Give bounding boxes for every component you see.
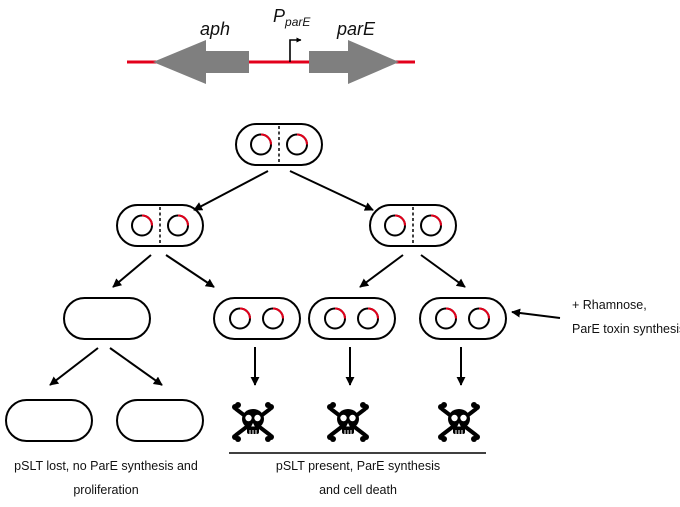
cell-dividing-right (369, 204, 457, 247)
lost-caption-line2: proliferation (73, 483, 138, 497)
arrow-free-to-prolif-1 (49, 347, 99, 386)
cell-dividing-top (235, 123, 323, 166)
arrow-left-to-plasmid (165, 254, 215, 288)
arrow-free-to-prolif-2 (109, 347, 163, 386)
promoter-arrow-icon (289, 37, 302, 62)
skull-crossbones-icon (325, 400, 371, 444)
parE-gene-label: parE (336, 19, 376, 39)
cell-plasmid-free (63, 297, 151, 340)
aph-label: aph (200, 19, 230, 39)
rhamnose-label-line2: ParE toxin synthesis (572, 322, 680, 336)
arrow-top-to-right (289, 170, 374, 211)
cell-dividing-left (116, 204, 204, 247)
parE-gene-arrow (309, 40, 399, 84)
cell-tree (5, 123, 507, 442)
lost-caption-line1: pSLT lost, no ParE synthesis and (14, 459, 198, 473)
arrow-rhamnose (511, 308, 561, 319)
cell-proliferating-2 (116, 399, 204, 442)
cell-with-plasmids-3 (419, 297, 507, 340)
skull-crossbones-icon (436, 400, 482, 444)
cell-with-plasmids-2 (308, 297, 396, 340)
arrow-right-to-plasmid-2 (359, 254, 404, 288)
promoter-label: PparE (273, 6, 311, 29)
promoter-label-sub: parE (284, 15, 311, 29)
present-caption-line1: pSLT present, ParE synthesis (276, 459, 440, 473)
present-caption-line2: and cell death (319, 483, 397, 497)
lineage-arrows (49, 170, 561, 386)
promoter-label-main: P (273, 6, 285, 26)
skull-crossbones-icon (230, 400, 276, 444)
arrow-left-to-free (112, 254, 152, 288)
arrow-right-to-plasmid-3 (420, 254, 466, 288)
arrow-top-to-left (193, 170, 269, 211)
cell-with-plasmids-1 (213, 297, 301, 340)
gene-map: aph parE PparE (127, 6, 415, 84)
rhamnose-label-line1: + Rhamnose, (572, 298, 647, 312)
aph-gene-arrow (153, 40, 249, 84)
cell-proliferating-1 (5, 399, 93, 442)
